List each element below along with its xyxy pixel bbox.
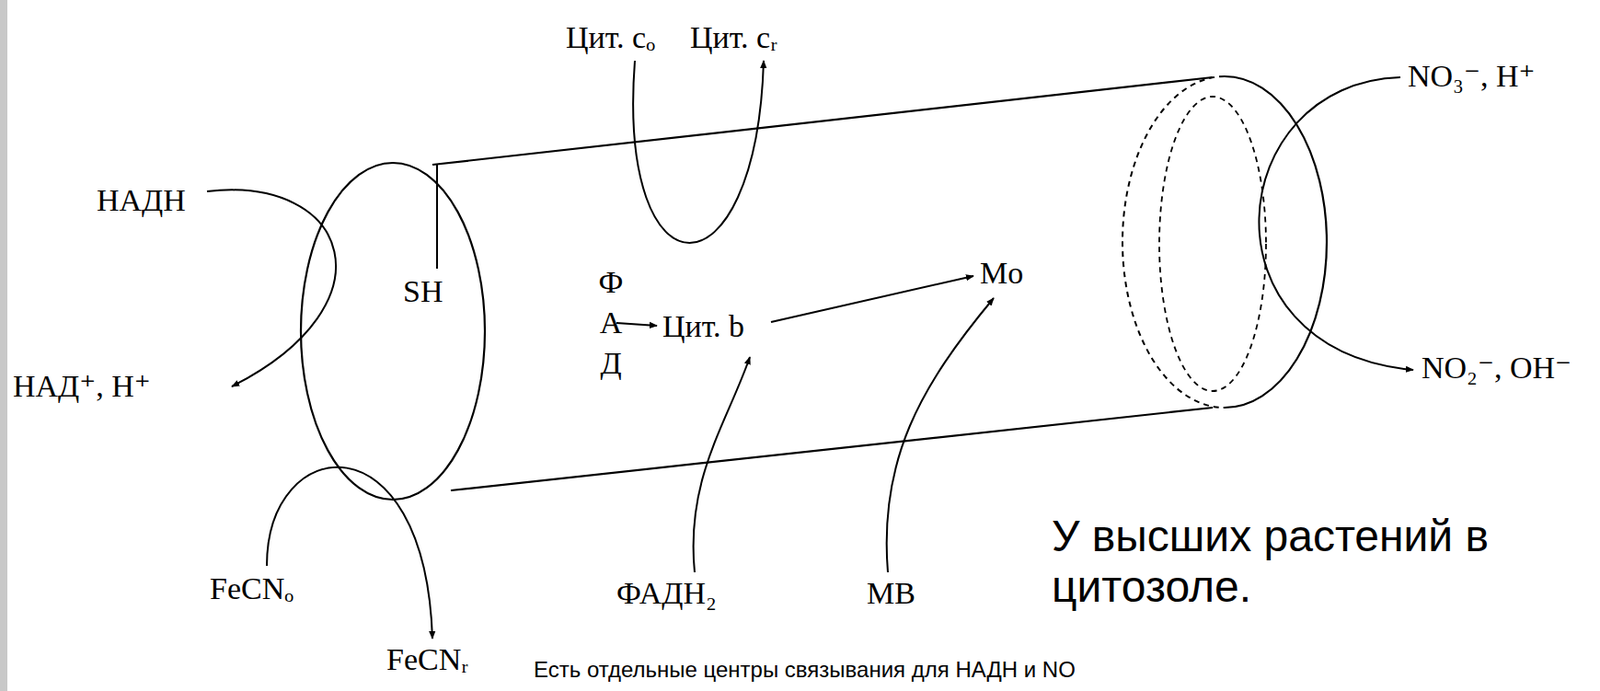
substrate-label: NO₃⁻, H⁺	[1407, 60, 1535, 93]
donor-label: ФАДН₂	[616, 577, 717, 610]
note-text: У высших растений в цитозоле.	[1051, 510, 1567, 612]
inner-channel	[1159, 96, 1267, 392]
cofactor-label: Mo	[979, 257, 1024, 289]
cytochrome-label: Цит. cᵣ	[690, 22, 778, 54]
cofactor-label: Цит. b	[662, 310, 745, 343]
fecn-arrow	[266, 467, 433, 639]
nadh-arrow	[207, 189, 336, 387]
group-label: SH	[402, 276, 443, 308]
mb-arrow	[886, 298, 994, 573]
cylinder-end-right	[1224, 76, 1327, 408]
note-text: Есть отдельные центры связывания для НАД…	[533, 658, 1076, 681]
cylinder-bottom-line	[450, 407, 1213, 491]
donor-label: FeCNₒ	[209, 573, 294, 605]
cylinder-end-left	[300, 162, 485, 500]
substrate-label: НАДН	[96, 184, 186, 217]
cylinder-end-right-hidden	[1122, 76, 1225, 408]
cyt-b-to-mo-arrow	[771, 276, 974, 323]
side-bar	[0, 0, 8, 691]
sh-tick	[436, 163, 438, 269]
cylinder-top-line	[432, 77, 1213, 165]
cytochrome-c-arrow	[633, 60, 764, 243]
fadh2-arrow	[693, 356, 750, 573]
fad-to-cyt-b-arrow	[616, 322, 657, 326]
nitrate-arrow	[1258, 77, 1414, 370]
product-label: НАД⁺, H⁺	[12, 370, 151, 403]
product-label: NO₂⁻, OH⁻	[1421, 352, 1572, 384]
cytochrome-label: Цит. cₒ	[565, 22, 656, 54]
donor-label: FeCNᵣ	[386, 644, 469, 676]
cofactor-label: ФАД	[595, 262, 627, 385]
donor-label: MB	[866, 577, 916, 610]
